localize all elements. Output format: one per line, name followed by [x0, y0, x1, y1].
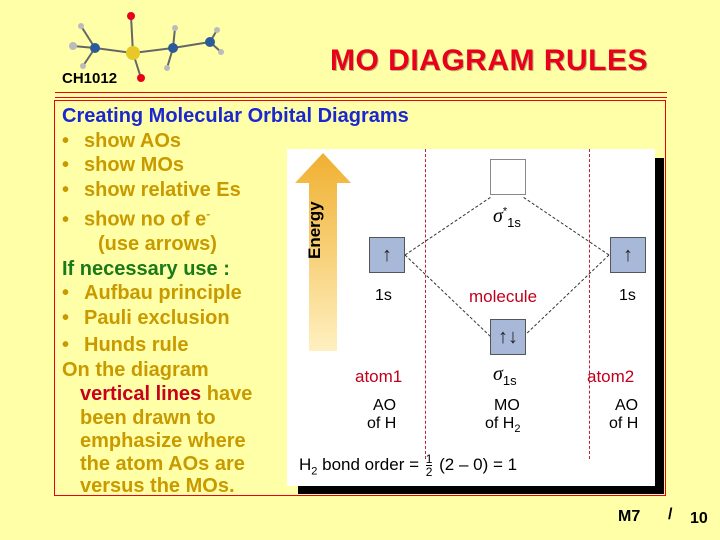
mo-of-h2: of H2 — [485, 415, 521, 436]
divider-line-right — [589, 149, 590, 459]
page-number: 10 — [690, 510, 708, 527]
bonding-label: σ1s — [493, 363, 517, 388]
diagram-note-line: been drawn to — [80, 406, 216, 429]
bullet-item: •show no of e- — [62, 207, 211, 231]
rule-item: •Hunds rule — [62, 334, 189, 357]
molecule-logo — [69, 12, 224, 82]
course-code: CH1012 — [62, 70, 118, 87]
correlation-lines — [404, 196, 610, 338]
mo-label: MO — [494, 397, 520, 414]
bonding-orbital-box: ↑↓ — [490, 319, 526, 355]
section-heading: Creating Molecular Orbital Diagrams — [62, 105, 409, 127]
text-column: Creating Molecular Orbital Diagrams •sho… — [62, 104, 409, 497]
atom2-label: atom2 — [587, 367, 635, 386]
slide-id: M7 — [618, 508, 641, 525]
title-divider — [55, 92, 667, 98]
bullet-item: •show relative Es — [62, 178, 241, 201]
bullet-item: •show MOs — [62, 154, 185, 176]
diagram-note-line: emphasize where — [80, 429, 246, 452]
slide-title: MO DIAGRAM RULES — [330, 44, 648, 77]
diagram-note-line: vertical lines have — [80, 383, 253, 406]
bullet-note: (use arrows) — [98, 233, 217, 256]
bullet-item: •show AOs — [62, 129, 182, 152]
atom1-orbital-box: ↑ — [369, 237, 405, 273]
molecule-label: molecule — [469, 287, 538, 306]
ao-left-label: AO — [373, 397, 397, 414]
energy-arrow — [295, 153, 351, 351]
diagram-note-line: versus the MOs. — [80, 474, 235, 497]
necessary-heading: If necessary use : — [62, 257, 230, 280]
divider-line-left — [425, 149, 426, 459]
mo-diagram: Energy ↑ ↑ ↑↓ σ*1s 1s 1s molecule atom1 … — [287, 149, 655, 486]
diagram-note-line: On the diagram — [62, 358, 209, 381]
atom1-1s-label: 1s — [375, 287, 392, 304]
diagram-note-line: the atom AOs are — [80, 452, 245, 475]
atom1-label: atom1 — [355, 367, 403, 386]
ao-right-label: AO — [615, 397, 639, 414]
rule-item: •Pauli exclusion — [62, 306, 230, 329]
atom2-orbital-box: ↑ — [610, 237, 646, 273]
antibonding-label: σ*1s — [493, 205, 521, 230]
page-separator: / — [668, 506, 673, 523]
content-frame — [54, 100, 666, 496]
antibonding-orbital-box — [490, 159, 526, 195]
ao-right-of-h: of H — [609, 415, 639, 432]
rule-item: •Aufbau principle — [62, 282, 242, 305]
atom2-1s-label: 1s — [619, 287, 636, 304]
ao-left-of-h: of H — [367, 415, 397, 432]
